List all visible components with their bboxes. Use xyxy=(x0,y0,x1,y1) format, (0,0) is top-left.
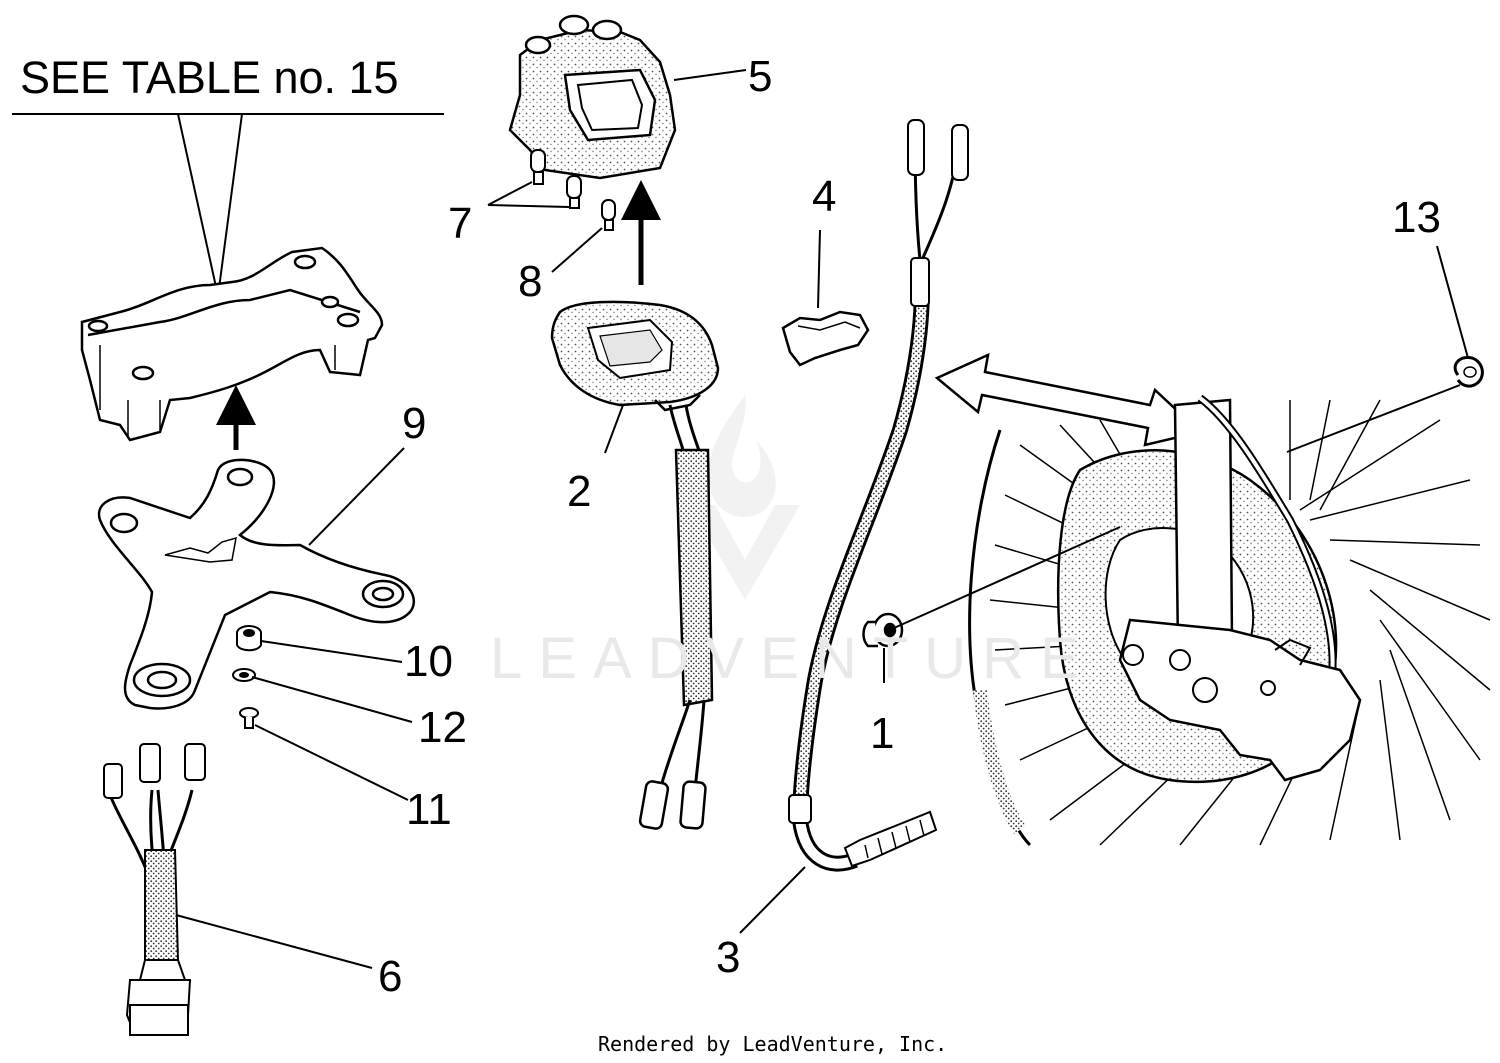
callout-2: 2 xyxy=(567,467,592,516)
grommet-drawing xyxy=(862,612,904,648)
instrument-housing-drawing xyxy=(508,14,677,180)
rendered-by-credit: Rendered by LeadVenture, Inc. xyxy=(598,1032,948,1056)
callout-8: 8 xyxy=(518,257,543,306)
callout-3: 3 xyxy=(716,933,741,982)
cable-clip-drawing xyxy=(781,310,870,367)
callout-4: 4 xyxy=(812,172,837,221)
callout-6: 6 xyxy=(378,952,403,1001)
callout-10: 10 xyxy=(404,637,453,686)
watermark-text: LEADVENTURE xyxy=(490,626,1095,691)
front-wheel-drawing xyxy=(968,394,1491,847)
callout-12: 12 xyxy=(418,703,467,752)
double-arrow-icon xyxy=(934,352,1203,447)
callout-1: 1 xyxy=(870,709,895,758)
handlebar-clamp-drawing xyxy=(80,246,384,442)
wiring-harness-drawing xyxy=(103,743,206,1036)
speedometer-cable-drawing xyxy=(788,119,969,872)
hardware-drawing xyxy=(232,625,262,729)
bulbs-drawing xyxy=(530,149,616,231)
leader-lines xyxy=(175,69,1469,969)
mounting-plate-drawing xyxy=(97,458,416,710)
callout-11: 11 xyxy=(406,785,452,834)
callout-13: 13 xyxy=(1392,193,1441,242)
callout-9: 9 xyxy=(402,399,427,448)
see-table-bracket xyxy=(12,113,444,297)
see-table-reference: SEE TABLE no. 15 xyxy=(20,52,399,103)
watermark-logo-icon xyxy=(690,395,800,600)
circlip-drawing xyxy=(1453,355,1484,388)
callout-7: 7 xyxy=(448,199,473,248)
callout-5: 5 xyxy=(748,52,773,101)
instrument-drawing xyxy=(550,300,720,830)
